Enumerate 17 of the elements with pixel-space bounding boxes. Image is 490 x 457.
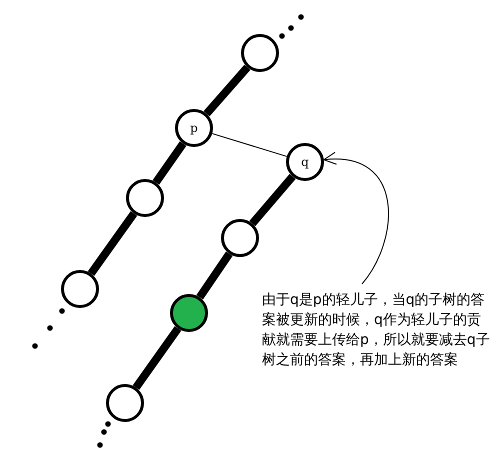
tree-edge	[132, 326, 182, 390]
tree-node	[170, 294, 208, 332]
tree-edge	[196, 251, 233, 300]
tree-edge	[249, 174, 296, 226]
tree-edge	[88, 211, 138, 276]
connector-line	[212, 133, 288, 157]
tree-node	[221, 219, 259, 257]
tree-node	[106, 384, 144, 422]
curved-arrow	[323, 152, 389, 284]
tree-edge	[152, 141, 186, 185]
tree-node	[241, 34, 279, 72]
tree-node	[126, 179, 164, 217]
labeled-tree-node: q	[286, 143, 324, 181]
tree-node	[61, 270, 99, 308]
labeled-tree-node: p	[175, 109, 213, 147]
annotation-text: 由于q是p的轻儿子，当q的子树的答案被更新的时候，q作为轻儿子的贡献就需要上传给p，所以就要减去q子树之前的答案，再加上新的答案	[262, 290, 490, 370]
tree-edge	[204, 64, 250, 116]
